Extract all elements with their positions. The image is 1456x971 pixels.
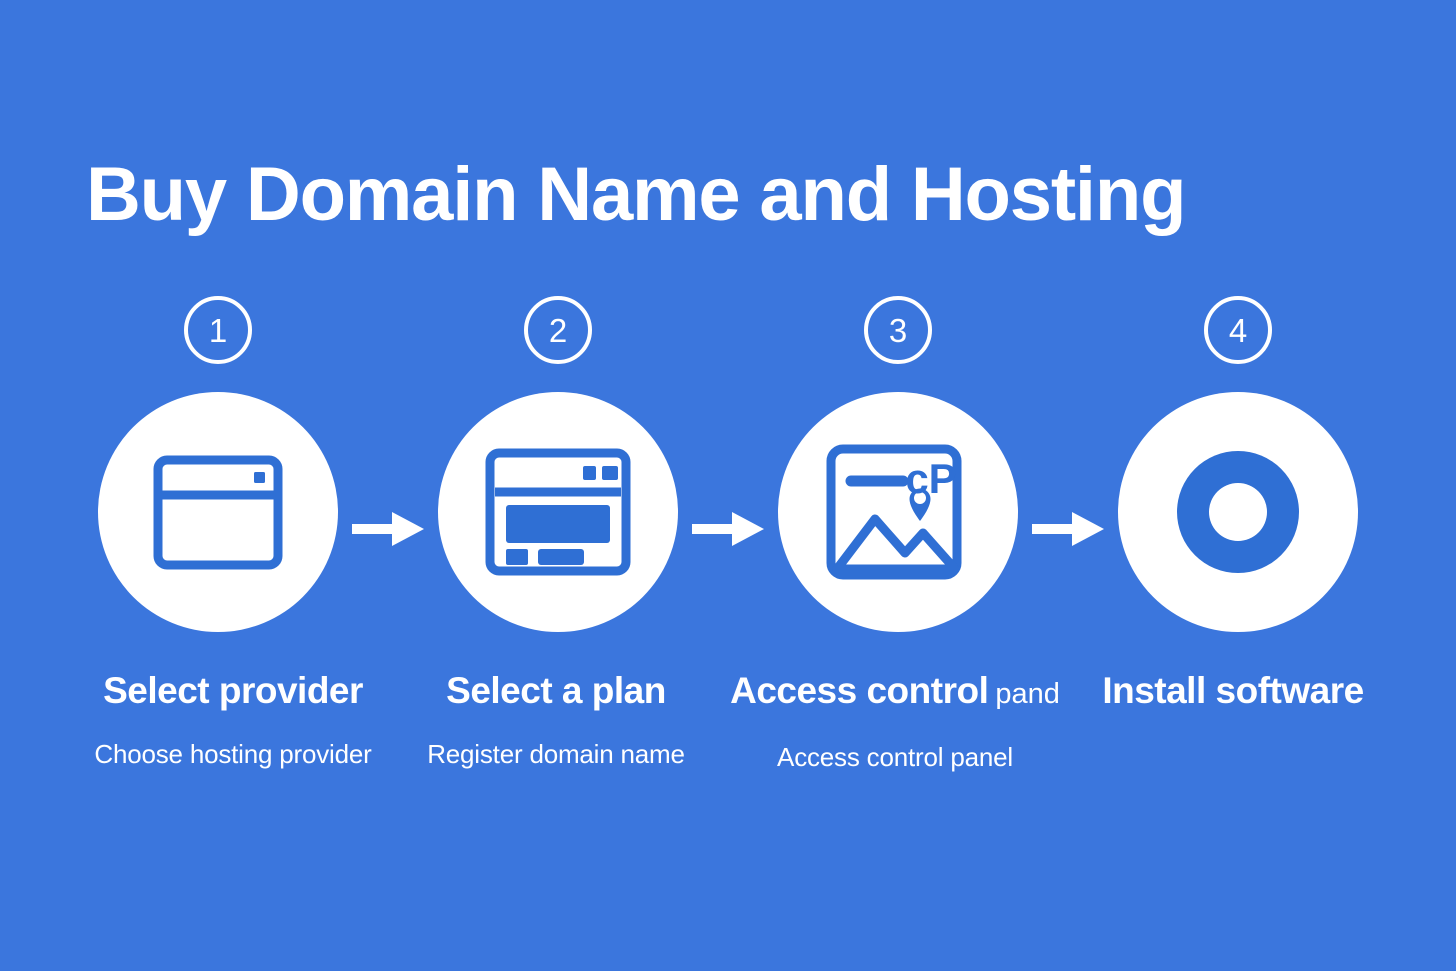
caption-subtitle-2: Register domain name xyxy=(427,739,685,769)
step-icon-circle-3[interactable]: cP xyxy=(778,392,1018,632)
caption-title-overflow-3: pand xyxy=(995,678,1060,710)
caption-4: Install software xyxy=(1063,668,1403,738)
control-panel-label: cP xyxy=(905,455,956,502)
step-2[interactable]: 2 xyxy=(433,296,683,632)
disc-icon xyxy=(1177,451,1299,573)
step-1[interactable]: 1 xyxy=(93,296,343,632)
caption-title-text-4: Install software xyxy=(1102,670,1364,711)
caption-1: Select provider Choose hosting provider xyxy=(63,668,403,770)
step-icon-circle-1[interactable] xyxy=(98,392,338,632)
control-panel-image-icon: cP xyxy=(826,444,962,580)
caption-title-text-1: Select provider xyxy=(103,670,363,711)
step-number-badge-1: 1 xyxy=(184,296,252,364)
step-number-1: 1 xyxy=(208,311,228,349)
caption-title-text-3: Access control xyxy=(730,670,989,711)
arrow-3-to-4 xyxy=(1023,296,1113,666)
arrow-right-icon xyxy=(352,512,424,546)
arrow-right-icon xyxy=(692,512,764,546)
caption-title-2: Select a plan xyxy=(386,668,726,714)
step-number-badge-3: 3 xyxy=(864,296,932,364)
caption-2: Select a plan Register domain name xyxy=(386,668,726,770)
step-4[interactable]: 4 xyxy=(1113,296,1363,632)
arrow-2-to-3 xyxy=(683,296,773,666)
step-number-badge-2: 2 xyxy=(524,296,592,364)
steps-row: 1 2 xyxy=(0,296,1456,666)
caption-title-1: Select provider xyxy=(63,668,403,714)
step-icon-circle-2[interactable] xyxy=(438,392,678,632)
caption-title-4: Install software xyxy=(1063,668,1403,714)
caption-subtitle-3: Access control panel xyxy=(777,742,1013,772)
arrow-1-to-2 xyxy=(343,296,433,666)
page-title: Buy Domain Name and Hosting xyxy=(86,151,1186,237)
step-number-3: 3 xyxy=(888,311,908,349)
arrow-right-icon xyxy=(1032,512,1104,546)
browser-window-icon xyxy=(153,455,283,569)
caption-subtitle-1: Choose hosting provider xyxy=(94,739,372,769)
step-number-badge-4: 4 xyxy=(1204,296,1272,364)
step-icon-circle-4[interactable] xyxy=(1118,392,1358,632)
webpage-layout-icon xyxy=(485,448,631,576)
caption-title-text-2: Select a plan xyxy=(446,670,666,711)
step-number-4: 4 xyxy=(1228,311,1248,349)
captions-row: Select provider Choose hosting provider … xyxy=(0,668,1456,848)
step-number-2: 2 xyxy=(548,311,568,349)
step-3[interactable]: 3 cP xyxy=(773,296,1023,632)
